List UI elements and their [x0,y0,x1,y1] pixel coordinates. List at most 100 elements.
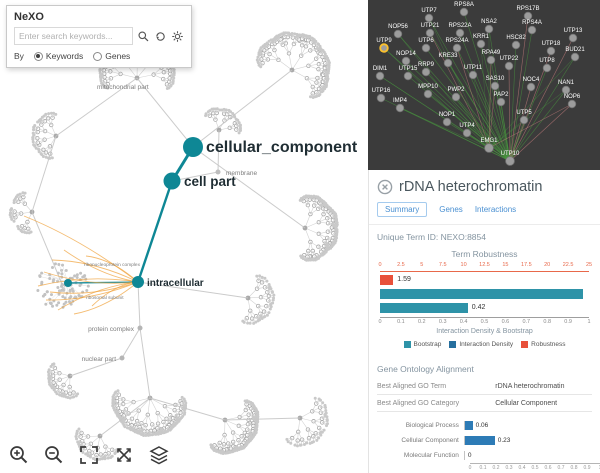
tree-node-intracellular[interactable] [132,276,144,288]
top-axis-tick: 20 [544,262,551,268]
settings-icon[interactable] [170,29,184,43]
go-axis-tick: 0.2 [492,465,500,471]
legend-label: Interaction Density [459,341,514,348]
search-panel: NeXO By Keywords [6,5,192,68]
tab-summary[interactable]: Summary [377,202,428,217]
zoom-out-button[interactable] [43,444,65,466]
gene-node-RPS4A[interactable] [527,25,537,35]
legend-label: Bootstrap [413,341,442,348]
gene-node-RPS24A[interactable] [452,43,462,53]
bottom-axis-tick: 0.8 [543,319,552,325]
tree-label-membrane: membrane [226,170,257,177]
gene-label-RPS4A: RPS4A [522,20,542,26]
gene-node-UTP16[interactable] [376,93,386,103]
radio-genes[interactable]: Genes [93,51,130,61]
bootstrap-bar [380,289,583,299]
app-title: NeXO [14,11,44,23]
gene-label-NOC4: NOC4 [523,77,540,83]
gene-node-SAS10[interactable] [490,81,500,91]
gene-node-UTP11[interactable] [468,70,478,80]
close-icon[interactable] [377,179,393,195]
gene-label-UTP6: UTP6 [418,38,434,44]
gene-label-NOP56: NOP56 [388,24,408,30]
gene-node-UTP8[interactable] [542,63,552,73]
gene-node-UTP22[interactable] [504,61,514,71]
tree-node-cellular_component[interactable] [183,137,203,157]
legend-swatch [449,341,457,348]
tab-interactions[interactable]: Interactions [474,205,517,214]
gene-node-NAN1[interactable] [561,85,571,95]
tab-genes[interactable]: Genes [439,205,463,214]
tree-node-cell_part[interactable] [163,172,181,190]
go-axis-tick: 0 [468,465,472,471]
radio-keywords[interactable]: Keywords [33,51,83,61]
gene-node-UTP15[interactable] [403,71,413,81]
refresh-icon[interactable] [153,29,167,43]
gene-node-UTP6[interactable] [421,43,431,53]
gene-label-BUD21: BUD21 [565,47,585,53]
top-axis-tick: 25 [585,262,593,268]
gene-node-RPS22A[interactable] [455,28,465,38]
gene-node-EMG1[interactable] [484,143,494,153]
gene-node-RPS8A[interactable] [459,7,469,17]
search-icon[interactable] [136,29,150,43]
bottom-axis-tick: 0.5 [480,319,489,325]
gene-node-UTP4[interactable] [462,128,472,138]
gene-node-UTP18[interactable] [546,46,556,56]
gene-node-HSC82[interactable] [511,40,521,50]
gene-node-UTP5[interactable] [519,115,529,125]
tree-label-mitochondrial_part: mitochondrial part [97,84,149,91]
gene-node-IMP4[interactable] [395,103,405,113]
fit-to-screen-button[interactable] [78,444,100,466]
gene-label-UTP13: UTP13 [564,28,583,34]
gene-node-NOP14[interactable] [401,56,411,66]
gene-node-KRE33[interactable] [443,58,453,68]
tree-label-cell_part: cell part [184,174,236,189]
go-axis-tick: 1 [599,465,600,472]
gene-node-BUD21[interactable] [570,52,580,62]
gene-node-NOP56[interactable] [393,29,403,39]
gene-node-UTP10[interactable] [505,156,515,166]
tree-label-protein_complex: protein complex [88,326,135,333]
gene-node-UTP9[interactable] [379,43,389,53]
bottom-axis-tick: 0.4 [459,319,468,325]
crossed-arrows-button[interactable] [113,444,135,466]
go-axis-tick: 0.3 [505,465,513,471]
gene-node-NOC4[interactable] [526,82,536,92]
gene-node-NSA2[interactable] [484,24,494,34]
gene-label-UTP16: UTP16 [372,88,391,94]
go-alignment-table: Best Aligned GO Term rDNA heterochromati… [377,378,592,412]
gene-node-NOP1[interactable] [442,117,452,127]
robustness-header: Term Robustness [451,249,518,259]
gene-node-PAP2[interactable] [496,97,506,107]
unique-term-id: Unique Term ID: NEXO:8854 [377,232,486,242]
gene-node-RPA49[interactable] [486,55,496,65]
robustness-marker [380,275,394,285]
gene-label-NAN1: NAN1 [558,80,575,86]
gene-node-UTP13[interactable] [568,33,578,43]
top-axis-tick: 17.5 [520,262,532,268]
gene-node-RPS17B[interactable] [523,11,533,21]
gene-label-UTP9: UTP9 [376,38,392,44]
tree-node-selected-term[interactable] [64,279,72,287]
gene-label-UTP8: UTP8 [539,58,555,64]
gene-node-UTP21[interactable] [425,28,435,38]
gene-node-UTP7[interactable] [424,13,434,23]
gene-node-NOP6[interactable] [567,99,577,109]
gene-node-RRP9[interactable] [421,67,431,77]
gene-node-DIM1[interactable] [375,71,385,81]
search-input[interactable] [14,27,133,45]
go-chart-value: 0.23 [497,437,511,444]
gene-node-KRR1[interactable] [476,39,486,49]
gene-label-KRE33: KRE33 [438,53,458,59]
layers-button[interactable] [148,444,170,466]
zoom-in-button[interactable] [8,444,30,466]
gene-node-MPP10[interactable] [423,89,433,99]
gene-node-PWP2[interactable] [451,92,461,102]
